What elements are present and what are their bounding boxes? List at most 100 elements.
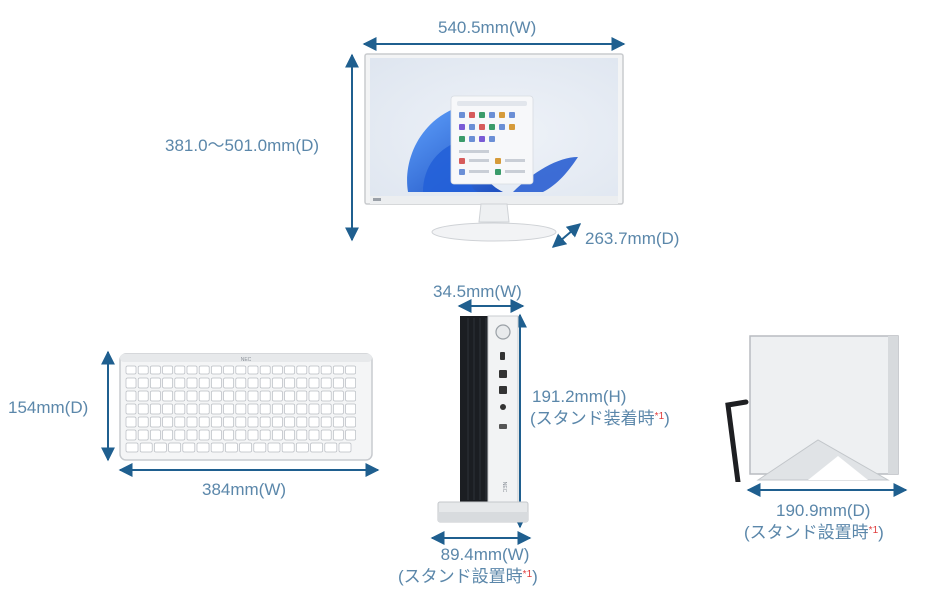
- keyboard-image: NEC: [118, 352, 374, 462]
- keyboard-key: [235, 429, 247, 441]
- keyboard-key: [137, 403, 149, 415]
- keyboard-key: [162, 377, 173, 389]
- keyboard-key: [198, 365, 210, 375]
- keyboard-key: [296, 416, 308, 428]
- keyboard-key: [125, 442, 139, 453]
- keyboard-key: [296, 403, 308, 415]
- keyboard-key: [259, 403, 271, 415]
- keyboard-key: [272, 416, 283, 428]
- keyboard-key: [137, 390, 149, 402]
- minipc-width-bottom-label: 89.4mm(W): [440, 545, 530, 564]
- keyboard-key: [259, 390, 271, 402]
- keyboard-key: [284, 416, 295, 428]
- keyboard-key: [162, 403, 173, 415]
- keyboard-key: [345, 403, 356, 415]
- keyboard-key: [320, 365, 332, 375]
- keyboard-key: [296, 442, 309, 453]
- keyboard-key: [247, 416, 259, 428]
- keyboard-depth-label: 154mm(D): [8, 398, 89, 417]
- footnote-mark: *1: [522, 569, 533, 580]
- keyboard-key: [247, 377, 259, 389]
- keyboard-key: [259, 377, 271, 389]
- keyboard-key: [272, 429, 283, 441]
- keyboard-key: [162, 416, 173, 428]
- keyboard-key: [125, 429, 137, 441]
- keyboard-key: [211, 377, 222, 389]
- keyboard-key: [308, 416, 320, 428]
- keyboard-key: [174, 416, 186, 428]
- keyboard-key: [296, 429, 308, 441]
- keyboard-key: [345, 390, 356, 402]
- keyboard-key: [284, 403, 295, 415]
- keyboard-key: [235, 403, 247, 415]
- keyboard-key: [125, 390, 137, 402]
- keyboard-key: [150, 390, 161, 402]
- minipc-width-top-label: 34.5mm(W): [433, 282, 522, 301]
- keyboard-key: [162, 429, 173, 441]
- keyboard-key: [281, 442, 295, 453]
- keyboard-key: [272, 377, 283, 389]
- keyboard-key: [174, 390, 186, 402]
- sidepc-image: [718, 330, 910, 485]
- keyboard-key: [284, 377, 295, 389]
- keyboard-key: [168, 442, 181, 453]
- keyboard-key: [150, 365, 161, 375]
- keyboard-key: [308, 403, 320, 415]
- monitor-height-label: 381.0〜501.0mm(D): [165, 136, 320, 155]
- sidepc-depth-label: 190.9mm(D): [776, 501, 871, 520]
- keyboard-key: [139, 442, 153, 453]
- keyboard-key: [186, 377, 198, 389]
- keyboard-key: [259, 365, 271, 375]
- keyboard-key: [284, 429, 295, 441]
- keyboard-key: [211, 390, 222, 402]
- keyboard-key: [125, 416, 137, 428]
- keyboard-key: [198, 403, 210, 415]
- keyboard-key: [284, 390, 295, 402]
- keyboard-key: [333, 416, 344, 428]
- keyboard-key: [235, 416, 247, 428]
- start-menu: [450, 95, 534, 185]
- keyboard-key: [198, 377, 210, 389]
- keyboard-key: [333, 403, 344, 415]
- keyboard-key: [223, 390, 234, 402]
- keyboard-key: [223, 416, 234, 428]
- keyboard-key: [333, 377, 344, 389]
- keyboard-key: [223, 403, 234, 415]
- keyboard-key: [154, 442, 167, 453]
- minipc-height-note: (スタンド装着時*1): [530, 409, 670, 428]
- keyboard-key: [308, 429, 320, 441]
- keyboard-key: [320, 390, 332, 402]
- keyboard-key: [174, 403, 186, 415]
- minipc-width-bottom-note: (スタンド設置時*1): [398, 567, 538, 586]
- keyboard-key: [198, 429, 210, 441]
- keyboard-key: [296, 365, 308, 375]
- footnote-mark: *1: [654, 411, 665, 422]
- keyboard-key: [308, 390, 320, 402]
- keyboard-key: [211, 403, 222, 415]
- keyboard-key: [182, 442, 196, 453]
- keyboard-key: [247, 429, 259, 441]
- keyboard-key: [267, 442, 281, 453]
- keyboard-key: [296, 377, 308, 389]
- sidepc-depth-note: (スタンド設置時*1): [744, 523, 884, 542]
- keyboard-key: [186, 365, 198, 375]
- keyboard-key: [247, 365, 259, 375]
- keyboard-key: [239, 442, 252, 453]
- keyboard-key: [333, 429, 344, 441]
- keyboard-key: [259, 416, 271, 428]
- keyboard-key: [186, 390, 198, 402]
- keyboard-key: [137, 377, 149, 389]
- keyboard-key: [345, 377, 356, 389]
- svg-text:NEC: NEC: [501, 482, 507, 493]
- keyboard-key: [137, 365, 149, 375]
- keyboard-key: [345, 416, 356, 428]
- keyboard-key: [272, 365, 283, 375]
- keyboard-key: [186, 416, 198, 428]
- keyboard-key: [125, 365, 137, 375]
- keyboard-width-label: 384mm(W): [202, 480, 287, 499]
- keyboard-key: [162, 390, 173, 402]
- monitor-depth-label: 263.7mm(D): [585, 229, 680, 248]
- keyboard-key: [320, 429, 332, 441]
- keyboard-key: [196, 442, 210, 453]
